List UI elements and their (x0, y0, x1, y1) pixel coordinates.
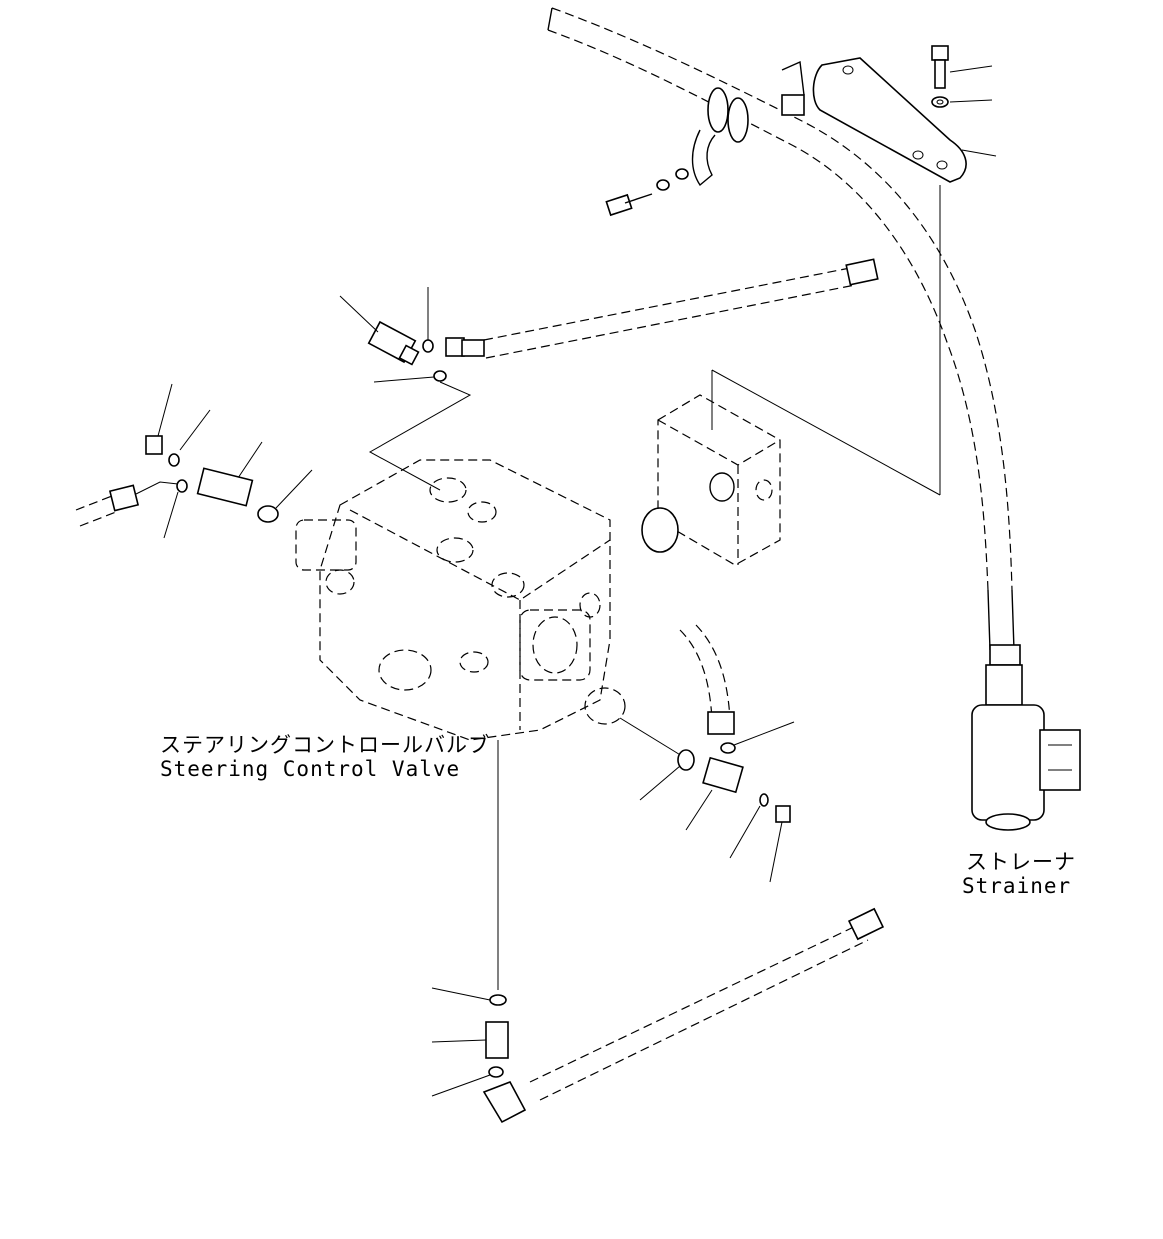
left-fittings (75, 383, 313, 539)
steering-control-valve (295, 459, 626, 741)
pressure-switch (339, 258, 879, 491)
bolt-and-washer (931, 45, 997, 157)
upper-pipe (547, 7, 1013, 591)
steering-valve-label-jp: ステアリングコントロールバルブ (160, 733, 490, 757)
steering-valve-label-en: Steering Control Valve (160, 757, 461, 781)
manifold-block (641, 369, 941, 566)
strainer (971, 589, 1081, 831)
right-fittings (619, 624, 795, 883)
mounting-bracket (812, 57, 967, 495)
strainer-label-en: Strainer (962, 874, 1072, 898)
bottom-fittings (431, 740, 885, 1124)
strainer-label-jp: ストレーナ (966, 850, 1076, 874)
